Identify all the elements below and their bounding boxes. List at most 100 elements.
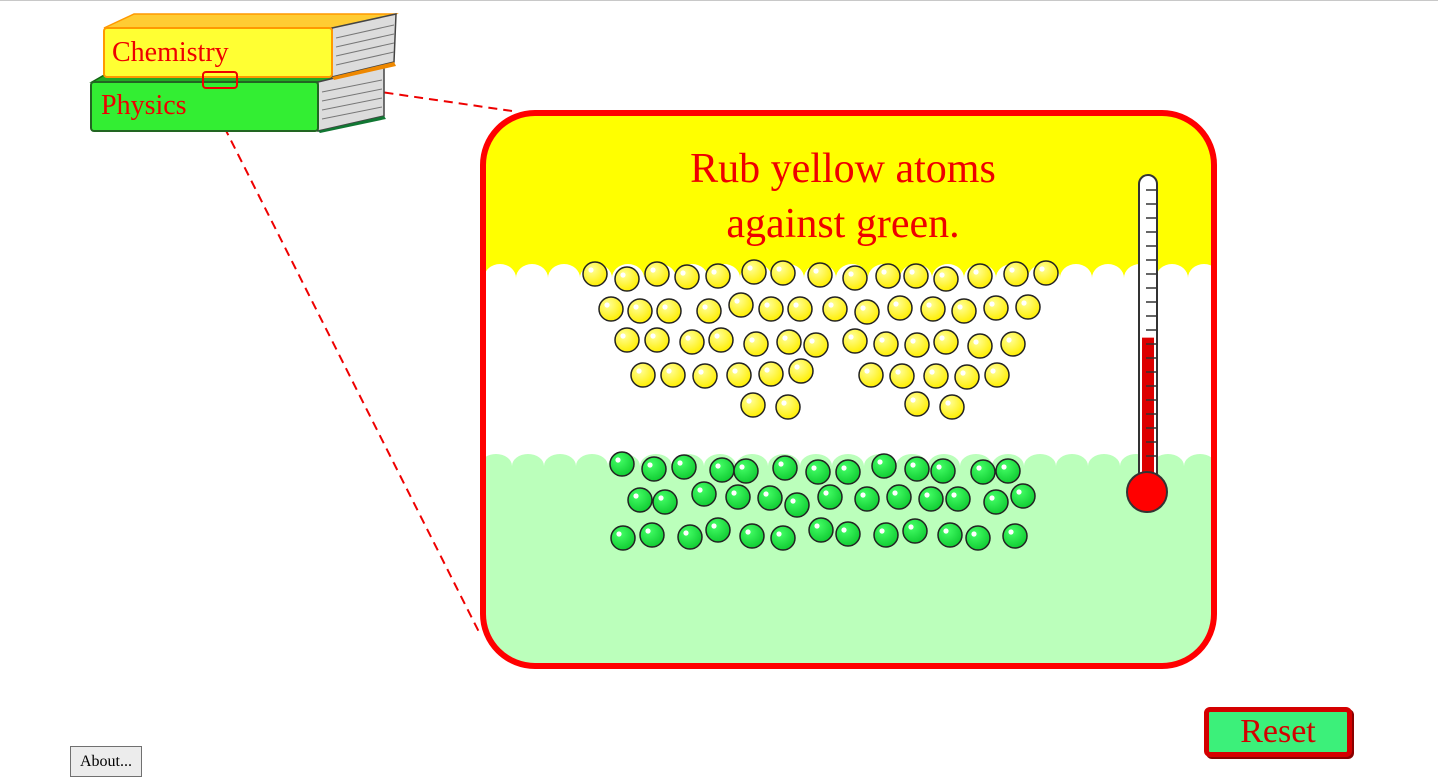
yellow-atom[interactable] [787,296,813,322]
yellow-atom[interactable] [758,296,784,322]
yellow-atom[interactable] [705,263,731,289]
green-atom-highlight [936,464,942,470]
yellow-atom[interactable] [1015,294,1041,320]
yellow-atom[interactable] [887,295,913,321]
yellow-atom[interactable] [803,332,829,358]
thermometer-mercury [1142,337,1154,485]
yellow-atom[interactable] [679,329,705,355]
green-atom-highlight [615,457,621,463]
yellow-atom[interactable] [903,263,929,289]
yellow-atom-highlight [633,304,639,310]
yellow-material-region [483,113,1214,278]
yellow-atom[interactable] [627,298,653,324]
yellow-atom[interactable] [741,259,767,285]
yellow-atom[interactable] [807,262,833,288]
yellow-atom-highlight [945,400,951,406]
yellow-atom[interactable] [951,298,977,324]
yellow-atom-highlight [650,333,656,339]
green-atom-highlight [943,528,949,534]
green-atom-highlight [763,491,769,497]
yellow-atom[interactable] [904,332,930,358]
yellow-atom[interactable] [933,266,959,292]
yellow-atom[interactable] [775,394,801,420]
yellow-atom[interactable] [770,260,796,286]
yellow-atom[interactable] [1003,261,1029,287]
yellow-atom[interactable] [933,329,959,355]
yellow-atom[interactable] [776,329,802,355]
yellow-atom[interactable] [954,364,980,390]
yellow-atom[interactable] [728,292,754,318]
yellow-atom-highlight [794,364,800,370]
yellow-atom[interactable] [873,331,899,357]
thermometer-scale [1146,189,1156,457]
yellow-atom[interactable] [939,394,965,420]
yellow-atom[interactable] [822,296,848,322]
green-atom-highlight [860,492,866,498]
green-atom-highlight [739,464,745,470]
yellow-atom[interactable] [656,298,682,324]
panel-border [480,110,1217,669]
yellow-atom[interactable] [660,362,686,388]
yellow-atom[interactable] [614,327,640,353]
green-atom-highlight [776,531,782,537]
green-atom [739,523,765,549]
green-atom-highlight [814,523,820,529]
green-atom-highlight [879,528,885,534]
yellow-atom[interactable] [1000,331,1026,357]
yellow-atom[interactable] [743,331,769,357]
physics-book[interactable]: Physics [89,65,387,133]
yellow-atom[interactable] [875,263,901,289]
yellow-atom[interactable] [708,327,734,353]
yellow-atom[interactable] [967,263,993,289]
yellow-atom[interactable] [904,391,930,417]
yellow-atoms[interactable] [582,259,1059,420]
yellow-atom[interactable] [842,328,868,354]
thermometer [1126,174,1168,513]
yellow-atom[interactable] [726,362,752,388]
yellow-atom[interactable] [696,298,722,324]
green-atom-highlight [989,495,995,501]
yellow-atom[interactable] [692,363,718,389]
yellow-atom[interactable] [858,362,884,388]
reset-button[interactable]: Reset [1204,707,1352,757]
yellow-atom[interactable] [983,295,1009,321]
yellow-atom[interactable] [598,296,624,322]
green-atom-highlight [971,531,977,537]
yellow-atom[interactable] [674,264,700,290]
yellow-atom-highlight [749,337,755,343]
yellow-atom[interactable] [582,261,608,287]
yellow-atom[interactable] [630,362,656,388]
yellow-atom[interactable] [644,327,670,353]
yellow-atom-highlight [764,367,770,373]
yellow-atom[interactable] [1033,260,1059,286]
yellow-atom[interactable] [614,266,640,292]
green-atom [770,525,796,551]
yellow-atom[interactable] [854,299,880,325]
green-atom [886,484,912,510]
about-button[interactable]: About... [70,746,142,777]
yellow-atom[interactable] [842,265,868,291]
yellow-atom[interactable] [788,358,814,384]
green-atom-highlight [908,524,914,530]
yellow-atom-highlight [620,272,626,278]
yellow-atom-highlight [848,271,854,277]
green-atom-highlight [658,495,664,501]
yellow-atom-highlight [929,369,935,375]
yellow-atom[interactable] [967,333,993,359]
yellow-atom-highlight [909,269,915,275]
chemistry-book[interactable]: Chemistry [103,13,399,80]
yellow-atom-highlight [746,398,752,404]
yellow-atom[interactable] [889,363,915,389]
yellow-atom[interactable] [758,361,784,387]
yellow-atom[interactable] [740,392,766,418]
green-atom [757,485,783,511]
yellow-atom-highlight [895,369,901,375]
yellow-atom[interactable] [984,362,1010,388]
zoom-panel: Rub yellow atoms against green. [480,110,1217,669]
yellow-atom[interactable] [644,261,670,287]
yellow-atom[interactable] [920,296,946,322]
yellow-atom[interactable] [923,363,949,389]
green-atom [705,517,731,543]
green-atom [854,486,880,512]
